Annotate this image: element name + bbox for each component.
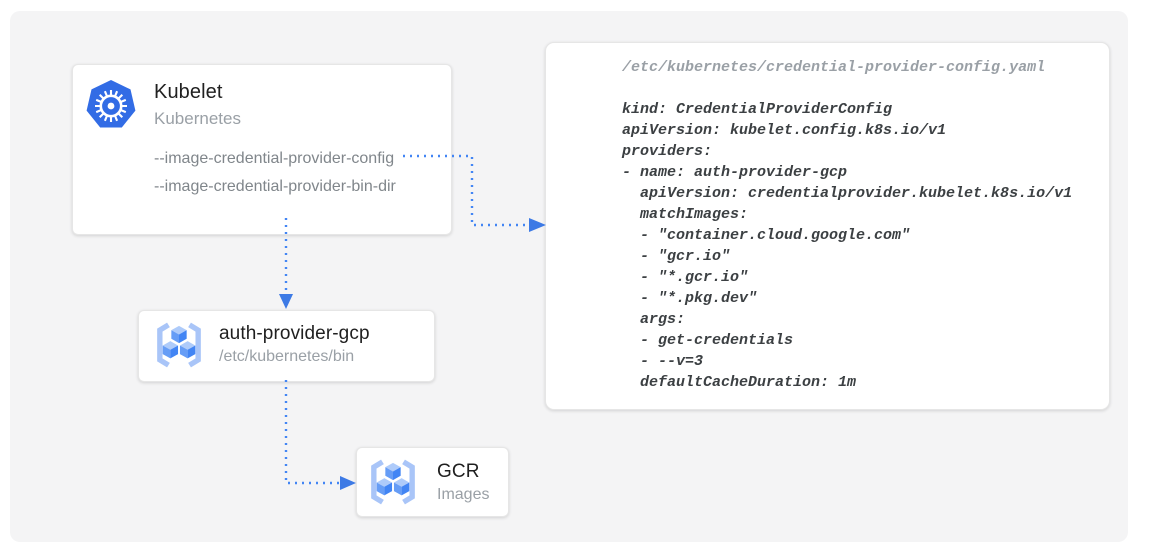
- gcr-icon: [368, 459, 418, 505]
- flag-image-credential-provider-bin-dir: --image-credential-provider-bin-dir: [154, 178, 396, 195]
- kubelet-flags: --image-credential-provider-config --ima…: [154, 145, 396, 201]
- node-auth-provider-gcp: auth-provider-gcp /etc/kubernetes/bin: [138, 310, 435, 382]
- auth-provider-subtitle: /etc/kubernetes/bin: [219, 348, 355, 365]
- kubernetes-icon: [86, 80, 136, 130]
- gcr-subtitle: Images: [437, 486, 490, 503]
- node-kubelet: Kubelet Kubernetes --image-credential-pr…: [72, 64, 452, 235]
- kubelet-subtitle: Kubernetes: [154, 109, 241, 128]
- gcr-icon: [154, 322, 204, 368]
- flag-image-credential-provider-config: --image-credential-provider-config: [154, 150, 395, 167]
- code-panel-filename: /etc/kubernetes/credential-provider-conf…: [622, 59, 1046, 76]
- code-panel: /etc/kubernetes/credential-provider-conf…: [545, 42, 1110, 410]
- auth-provider-title: auth-provider-gcp: [219, 323, 370, 344]
- code-panel-yaml: kind: CredentialProviderConfig apiVersio…: [622, 101, 1073, 391]
- kubelet-title: Kubelet: [154, 81, 223, 103]
- node-gcr: GCR Images: [356, 447, 509, 517]
- gcr-title: GCR: [437, 461, 480, 482]
